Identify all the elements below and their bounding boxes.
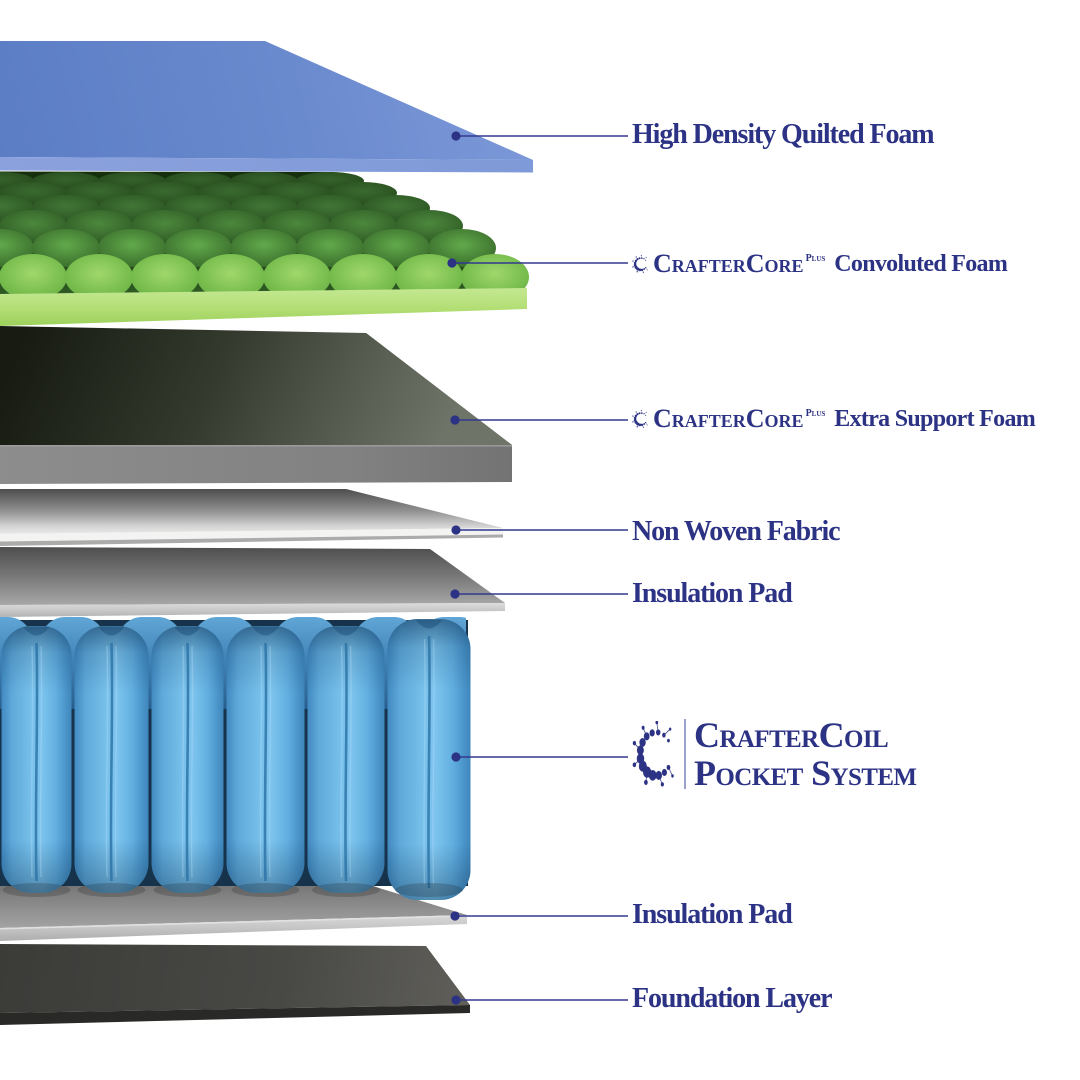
foundation-front-edge <box>0 1005 470 1025</box>
convoluted-foam-front-edge <box>0 288 527 326</box>
leader-insulation-pad-bottom <box>450 911 628 921</box>
layer-foundation <box>0 944 470 1025</box>
pocket-coil <box>74 626 149 893</box>
leader-high-density-quilted-foam <box>451 131 628 141</box>
layer-non-woven-fabric <box>0 489 503 546</box>
support-foam-top-face <box>0 326 512 445</box>
leader-pocket-coil-system <box>451 752 628 762</box>
quilted-foam-front-edge <box>0 157 533 173</box>
layer-insulation-pad-top <box>0 547 505 617</box>
support-foam-front-edge <box>0 445 512 484</box>
pocket-coil <box>387 619 471 900</box>
non-woven-underside <box>0 534 503 546</box>
leader-dot-non-woven-fabric <box>451 525 461 535</box>
leader-foundation-layer <box>451 995 628 1005</box>
pocket-coil <box>307 626 385 893</box>
leader-dot-pocket-coil-system <box>451 752 461 762</box>
leader-dot-extra-support-foam <box>450 415 460 425</box>
leader-insulation-pad-top <box>450 589 628 599</box>
leader-dot-foundation-layer <box>451 995 461 1005</box>
insulation-top-top-face <box>0 547 505 605</box>
layer-convoluted-foam <box>0 171 529 326</box>
layer-high-density-quilted-foam <box>0 41 533 173</box>
layer-insulation-pad-bottom-edge <box>0 883 468 941</box>
pocket-coil <box>151 626 224 893</box>
pocket-coil <box>226 626 305 893</box>
non-woven-front-edge <box>0 528 503 542</box>
insulation-bottom-front-edge <box>0 915 467 941</box>
leader-dot-convoluted-foam <box>447 258 457 268</box>
foundation-top-face <box>0 944 470 1013</box>
quilted-foam-top-face <box>0 41 533 160</box>
leader-extra-support-foam <box>450 415 628 425</box>
leader-lines <box>447 131 628 1005</box>
leader-dot-insulation-pad-bottom <box>450 911 460 921</box>
leader-dot-high-density-quilted-foam <box>451 131 461 141</box>
non-woven-top-face <box>0 489 503 534</box>
insulation-top-front-edge <box>0 603 505 617</box>
leader-convoluted-foam <box>447 258 628 268</box>
layer-extra-support-foam <box>0 326 512 484</box>
leader-dot-insulation-pad-top <box>450 589 460 599</box>
leader-non-woven-fabric <box>451 525 628 535</box>
layer-pocket-coil-system <box>0 617 471 900</box>
pocket-coil <box>1 626 72 893</box>
